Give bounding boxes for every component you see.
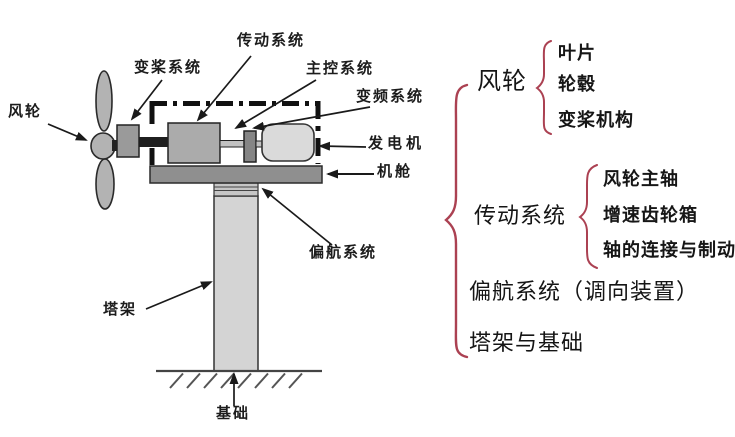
wind-turbine-diagram — [47, 55, 374, 406]
hierarchy-item-hub: 轮毂 — [558, 74, 596, 94]
arrow-main-control-system — [234, 79, 317, 130]
hierarchy-item-gearbox: 增速齿轮箱 — [603, 205, 698, 225]
label-nacelle: 机舱 — [377, 164, 414, 180]
yaw-bearing-rings — [213, 182, 259, 197]
rotor-hub — [90, 132, 116, 160]
hierarchy-group-yaw-system: 偏航系统（调向装置） — [469, 279, 700, 304]
label-generator: 发电机 — [368, 136, 426, 152]
hierarchy-group-tower-foundation: 塔架与基础 — [469, 330, 585, 355]
arrow-converter-system — [252, 106, 371, 131]
main-shaft — [139, 137, 168, 147]
brace-main — [444, 83, 469, 359]
hierarchy-item-pitch-mechanism: 变桨机构 — [558, 110, 634, 130]
label-yaw-system: 偏航系统 — [309, 245, 378, 261]
hierarchy-item-main-shaft: 风轮主轴 — [603, 169, 679, 189]
hierarchy-item-blade: 叶片 — [558, 43, 596, 63]
nacelle-outline-box — [149, 101, 321, 165]
arrow-yaw-system — [261, 187, 333, 246]
brace-drive-group — [578, 164, 598, 269]
pitch-system-box — [116, 124, 140, 158]
arrow-generator — [318, 141, 367, 151]
nacelle-baseplate — [149, 165, 323, 184]
label-main-control-system: 主控系统 — [306, 61, 375, 77]
label-drive-system: 传动系统 — [237, 33, 306, 49]
label-converter-system: 变频系统 — [356, 89, 425, 105]
rotor-blade-top — [95, 70, 113, 132]
generator-box — [261, 123, 315, 162]
label-tower: 塔架 — [103, 302, 138, 318]
gearbox-box — [167, 122, 221, 164]
arrow-drive-system — [196, 55, 252, 122]
label-rotor: 风轮 — [8, 104, 43, 120]
hierarchy-group-drive-system: 传动系统 — [474, 203, 567, 228]
label-foundation: 基础 — [216, 406, 251, 422]
label-pitch-system: 变桨系统 — [134, 60, 203, 76]
tower-column — [213, 195, 259, 372]
ground-hatching — [169, 372, 303, 389]
hierarchy-item-shaft-coupling-brake: 轴的连接与制动 — [603, 240, 735, 260]
brace-rotor-group — [535, 40, 552, 135]
arrow-rotor — [47, 123, 88, 141]
rotor-assembly — [90, 70, 116, 210]
annotation-arrows — [47, 55, 374, 406]
high-speed-shaft — [219, 140, 245, 148]
hierarchy-group-rotor: 风轮 — [477, 69, 527, 95]
coupling-box — [243, 130, 257, 163]
arrow-tower — [145, 281, 213, 310]
rotor-blade-bottom — [95, 158, 115, 210]
hierarchy-braces — [444, 40, 598, 359]
arrow-pitch-system — [130, 79, 163, 121]
hub-shaft — [112, 140, 120, 151]
